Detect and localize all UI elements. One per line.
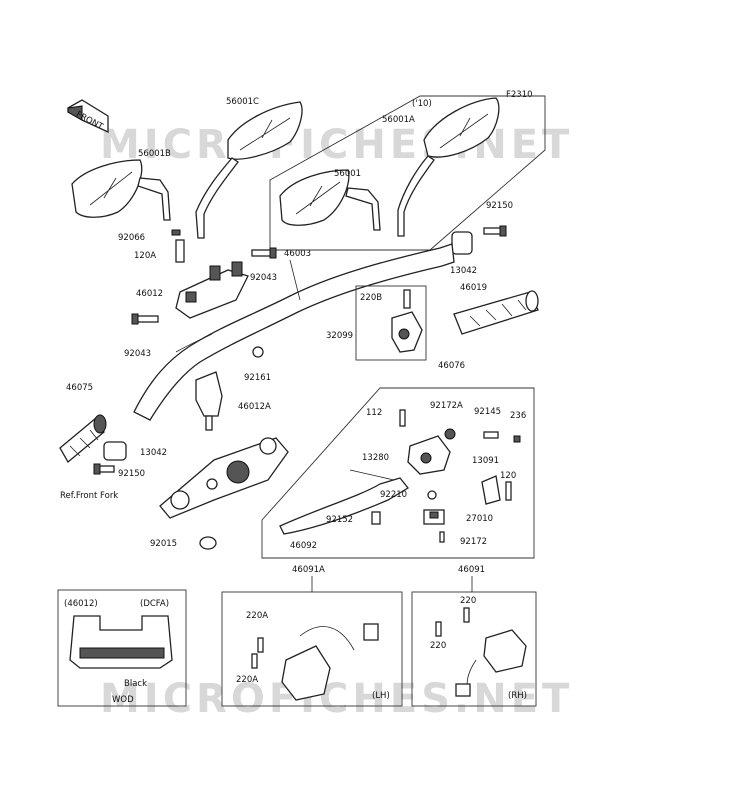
bolt-92043-top: [251, 247, 277, 259]
lever-holder-13280: [407, 435, 451, 475]
callout-92043-top: 92043: [250, 273, 277, 283]
holder-32099: [391, 311, 423, 353]
callout-92150-left: 92150: [118, 469, 145, 479]
switch-46091A: [281, 623, 379, 701]
callout-92066: 92066: [118, 233, 145, 243]
inset-part: (46012): [64, 599, 98, 609]
callout-92210: 92210: [380, 490, 407, 500]
inset-code: (DCFA): [140, 599, 169, 609]
inset-rh-label: (RH): [508, 691, 527, 701]
callout-46012: 46012: [136, 289, 163, 299]
callout-220-b: 220: [430, 641, 446, 651]
weight-13042-left: [103, 441, 127, 461]
callout-120A: 120A: [134, 251, 156, 261]
grip-46019: [453, 290, 539, 335]
watermark-bottom: MICROFICHES.NET: [100, 676, 573, 722]
holder-46012A: [195, 371, 223, 431]
callout-92172A: 92172A: [430, 401, 463, 411]
callout-13042-left: 13042: [140, 448, 167, 458]
callout-56001C: 56001C: [226, 97, 259, 107]
callout-92145: 92145: [474, 407, 501, 417]
callout-13091: 13091: [472, 456, 499, 466]
weight-13042-top: [451, 231, 473, 255]
callout-46075: 46075: [66, 383, 93, 393]
callout-32099: 32099: [326, 331, 353, 341]
callout-46091A: 46091A: [292, 565, 325, 575]
lever-46092: [279, 469, 409, 535]
callout-46076: 46076: [438, 361, 465, 371]
callout-46012A: 46012A: [238, 402, 271, 412]
callout-92150-top: 92150: [486, 201, 513, 211]
clamp-46012: [175, 261, 249, 319]
bolt-92150-left: [93, 463, 115, 475]
callout-46091: 46091: [458, 565, 485, 575]
inset-clamp-box: [57, 589, 187, 707]
callout-92043-left: 92043: [124, 349, 151, 359]
callout-112: 112: [366, 408, 382, 418]
mirror-56001: [279, 169, 381, 231]
nut-92066: [171, 229, 181, 236]
year-note: ('10): [412, 99, 432, 109]
callout-56001A: 56001A: [382, 115, 415, 125]
callout-13042-top: 13042: [450, 266, 477, 276]
bolt-92043-left: [131, 313, 159, 325]
callout-46003: 46003: [284, 249, 311, 259]
callout-220A-b: 220A: [236, 675, 258, 685]
nut-92161: [252, 346, 264, 358]
inset-tag: WOD: [112, 695, 134, 705]
callout-46092: 46092: [290, 541, 317, 551]
switch-46091: [455, 629, 527, 697]
lever-group-box: [261, 387, 535, 559]
inset-rh-box: [411, 591, 537, 707]
callout-13280: 13280: [362, 453, 389, 463]
callout-220A-a: 220A: [246, 611, 268, 621]
clamp-46012-inset: [69, 615, 173, 669]
nut-92015: [199, 536, 217, 550]
callout-46019: 46019: [460, 283, 487, 293]
callout-220B: 220B: [360, 293, 382, 303]
switch-27010: [423, 509, 445, 525]
callout-92161: 92161: [244, 373, 271, 383]
ref-note: Ref.Front Fork: [60, 491, 118, 501]
diagram-code: F2310: [506, 90, 533, 100]
clamp-13091: [481, 475, 501, 505]
callout-236: 236: [510, 411, 526, 421]
handlebar-46003: [133, 243, 455, 421]
mirror-56001C: [195, 101, 303, 239]
bolt-92150-top: [483, 225, 507, 237]
mirror-56001B: [71, 159, 171, 221]
callout-56001: 56001: [334, 169, 361, 179]
triple-clamp: [159, 437, 289, 519]
callout-220-a: 220: [460, 596, 476, 606]
grip-46075: [59, 414, 107, 463]
front-arrow-icon: FRONT: [67, 99, 109, 134]
callout-120: 120: [500, 471, 516, 481]
callout-92172: 92172: [460, 537, 487, 547]
callout-92152: 92152: [326, 515, 353, 525]
callout-27010: 27010: [466, 514, 493, 524]
holder-box: [355, 285, 427, 361]
watermark-top: MICROFICHES.NET: [100, 122, 573, 168]
mirror-56001A: [397, 97, 500, 237]
inset-lh-label: (LH): [372, 691, 390, 701]
callout-56001B: 56001B: [138, 149, 171, 159]
inset-color: Black: [124, 679, 147, 689]
bolt-120A: [175, 239, 185, 263]
callout-92015: 92015: [150, 539, 177, 549]
